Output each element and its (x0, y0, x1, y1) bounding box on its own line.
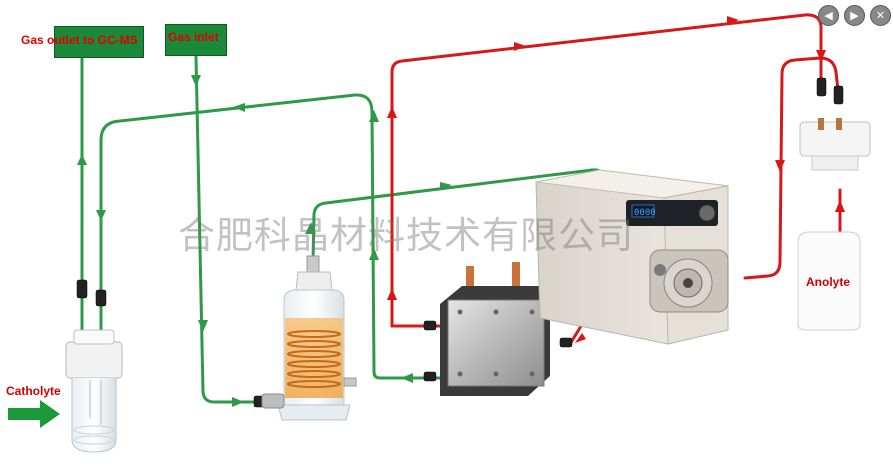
heating-coil (287, 330, 341, 388)
arrow-left-icon: ◀ (824, 9, 833, 22)
anolyte-vent-tube (743, 56, 840, 280)
previous-button[interactable]: ◀ (818, 5, 839, 26)
pump-head (649, 249, 729, 313)
close-icon: ✕ (875, 9, 886, 22)
gas-inlet-tube (194, 54, 264, 404)
catholyte-label: Catholyte (6, 384, 61, 398)
gas-outlet-label: Gas outlet to GC-MS (21, 33, 138, 47)
anolyte-bottle (797, 118, 871, 331)
green-flow-arrows (77, 75, 611, 407)
next-button[interactable]: ▶ (844, 5, 865, 26)
company-watermark: 合肥科晶材料技术有限公司 (178, 214, 634, 257)
catholyte-return-tube (99, 93, 442, 380)
arrow-right-icon: ▶ (850, 9, 859, 22)
anolyte-label: Anolyte (806, 275, 851, 289)
pump-display-readout: 0000 (634, 208, 656, 218)
gas-inlet-label: Gas inlet (168, 30, 219, 44)
peristaltic-pump: 0000 (535, 169, 729, 345)
gas-inlet-box: Gas inlet (165, 24, 227, 56)
gas-outlet-box: Gas outlet to GC-MS (21, 26, 144, 58)
flow-electrolyzer (440, 262, 550, 396)
close-button[interactable]: ✕ (870, 5, 891, 26)
catholyte-bottle (65, 329, 123, 453)
catholyte-inlet-arrow (8, 400, 60, 428)
bubbler-bottle (261, 255, 357, 421)
